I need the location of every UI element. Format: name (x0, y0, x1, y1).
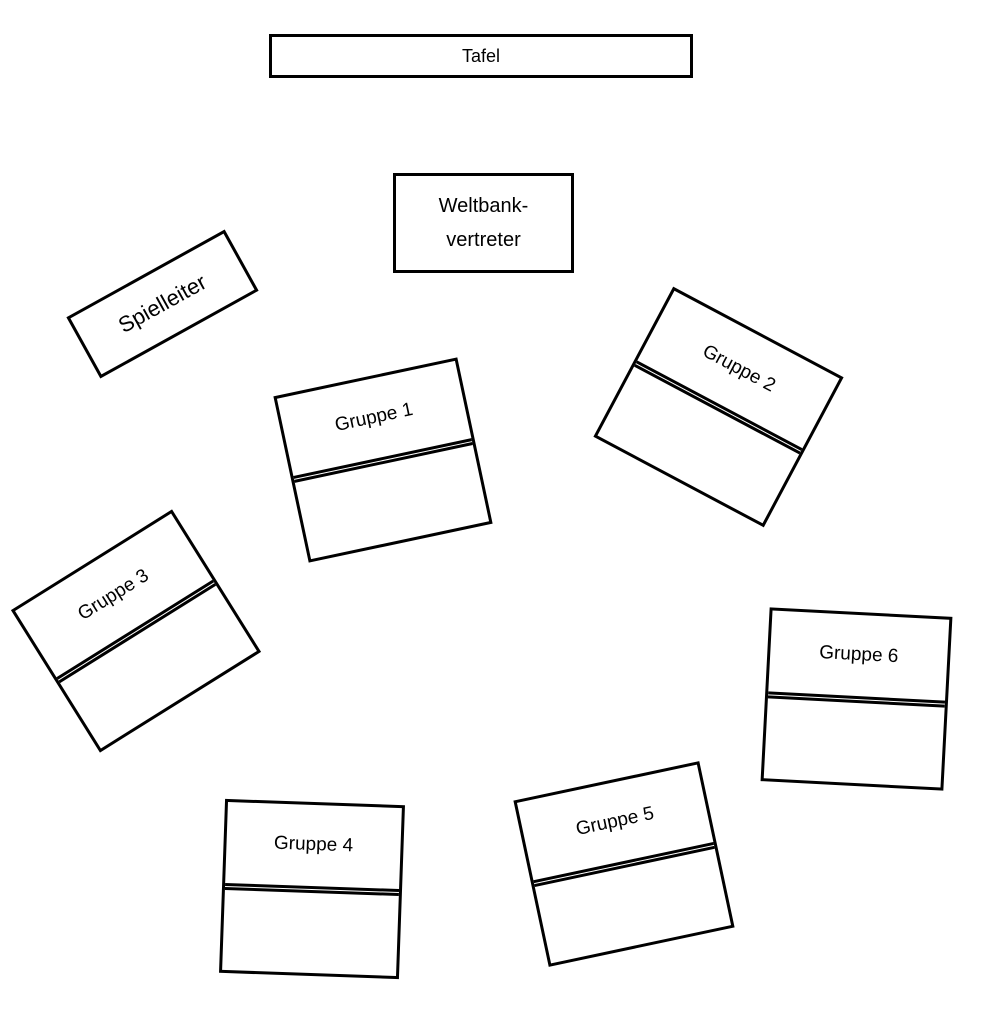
group-6-table: Gruppe 6 (760, 607, 953, 791)
group-2-table: Gruppe 2 (593, 286, 844, 528)
game-master-label: Spielleiter (113, 269, 211, 338)
board-box: Tafel (269, 34, 693, 78)
game-master-box: Spielleiter (66, 229, 259, 379)
group-4-label: Gruppe 4 (273, 832, 354, 857)
group-4-table: Gruppe 4 (219, 798, 405, 980)
world-bank-box: Weltbank- vertreter (393, 173, 574, 273)
group-6-label: Gruppe 6 (818, 642, 899, 668)
board-label: Tafel (461, 45, 501, 66)
group-3-table: Gruppe 3 (10, 509, 262, 753)
group-4-seat-area (222, 890, 399, 976)
group-1-table: Gruppe 1 (273, 357, 493, 563)
group-5-table: Gruppe 5 (513, 761, 735, 967)
world-bank-label-line1: Weltbank- (438, 195, 529, 217)
world-bank-label-line2: vertreter (446, 229, 521, 251)
group-6-seat-area (764, 698, 945, 788)
